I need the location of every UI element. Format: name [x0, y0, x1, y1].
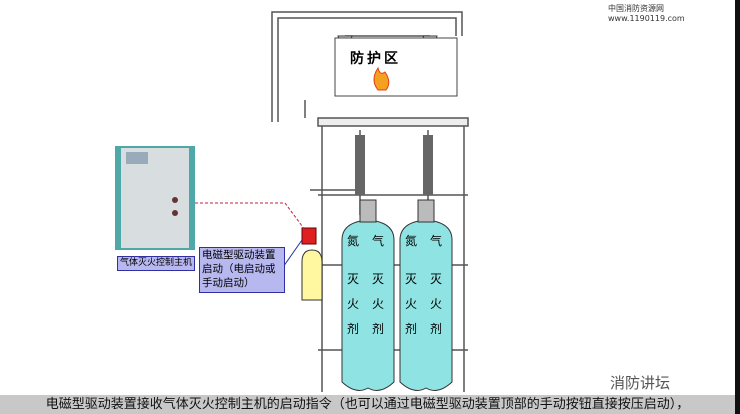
cylinder-text: 灭	[430, 272, 443, 286]
flex-hose	[355, 135, 365, 195]
agent-cylinder	[341, 199, 453, 391]
cylinder-text: 剂	[430, 322, 443, 336]
watermark: 中国消防资源网 www.1190119.com	[608, 4, 685, 23]
frame-border	[735, 0, 740, 414]
callout-line: 手动启动）	[202, 277, 255, 289]
cylinder-text: 剂	[405, 322, 418, 336]
signal-line	[195, 202, 306, 231]
callout-line: 启动（电启动或	[202, 263, 276, 275]
cylinder-text: 火	[347, 297, 360, 311]
control-panel	[115, 146, 195, 250]
solenoid-actuator	[301, 227, 317, 245]
brand-logo: 消防讲坛	[610, 374, 671, 392]
cylinder-text: 灭	[347, 272, 360, 286]
cylinder-text: 剂	[372, 322, 385, 336]
pilot-cylinder	[301, 249, 323, 301]
actuator-callout: 电磁型驱动装置 启动（电启动或 手动启动）	[199, 247, 285, 293]
cylinder-text: 火	[405, 297, 418, 311]
fire-icon	[373, 66, 390, 91]
cylinder-text: 剂	[347, 322, 360, 336]
cylinder-text: 气	[372, 234, 385, 248]
controller-label: 气体灭火控制主机	[117, 256, 195, 271]
cylinder-text: 气	[430, 234, 443, 248]
cylinder-text: 灭	[405, 272, 418, 286]
cylinder-text: 氮	[405, 234, 418, 248]
cylinder-text: 氮	[347, 234, 360, 248]
callout-line: 电磁型驱动装置	[202, 249, 276, 261]
protected-area-label: 防护区	[350, 51, 401, 67]
subtitle-caption: 电磁型驱动装置接收气体灭火控制主机的启动指令（也可以通过电磁型驱动装置顶部的手动…	[0, 395, 735, 414]
cylinder-text: 灭	[372, 272, 385, 286]
protected-area-box	[334, 37, 458, 97]
cylinder-text: 火	[430, 297, 443, 311]
cylinder-text: 火	[372, 297, 385, 311]
flex-hose	[423, 135, 433, 195]
